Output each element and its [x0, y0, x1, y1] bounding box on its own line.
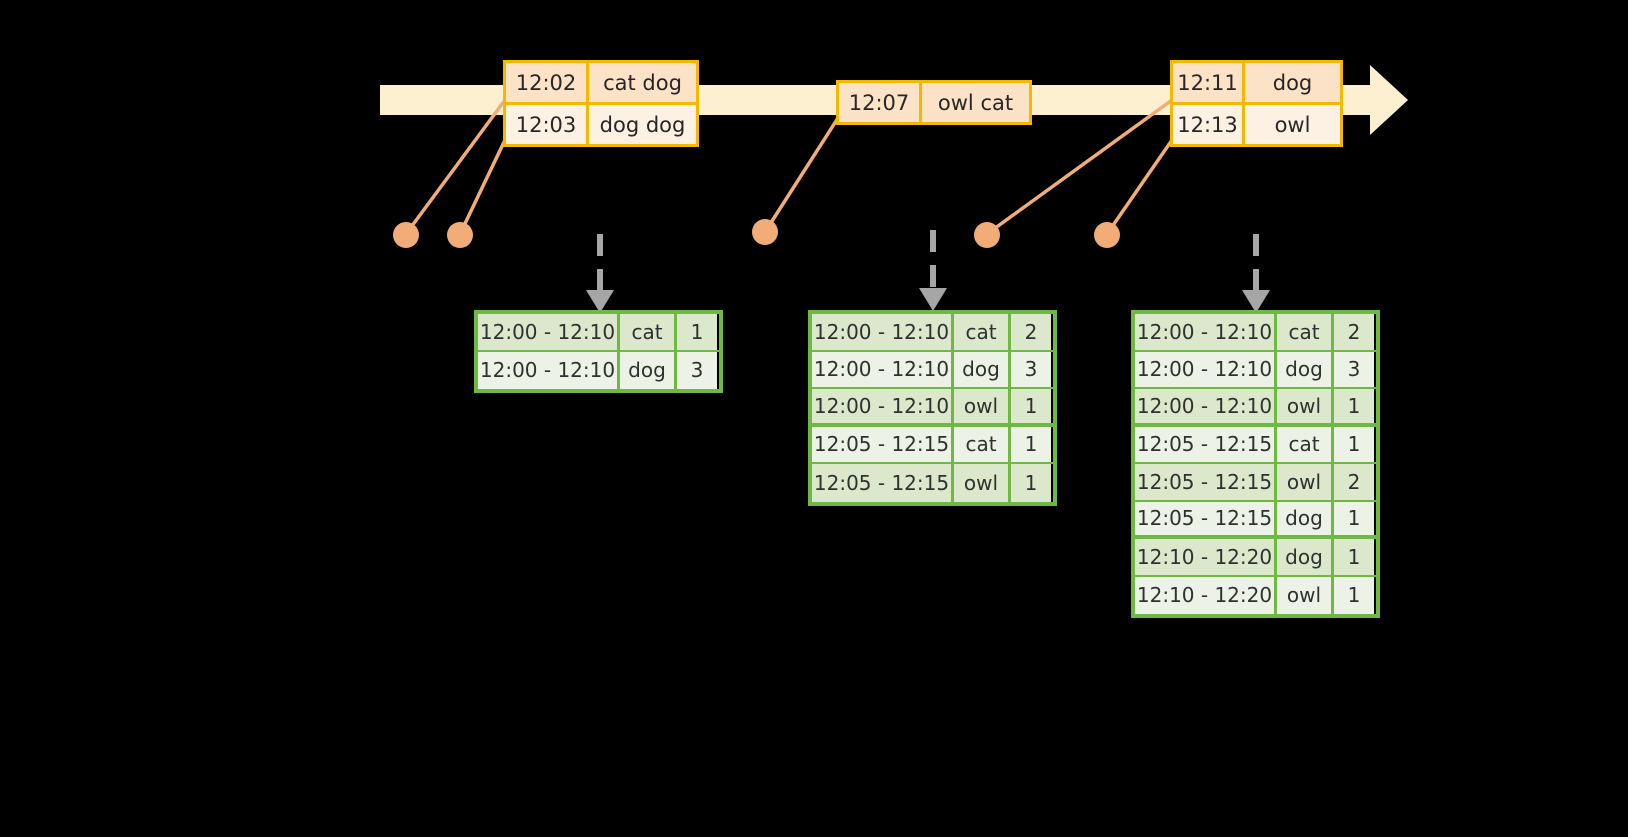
cell-count: 3 — [677, 351, 717, 389]
table-row[interactable]: 12:05 - 12:15 cat 1 — [1135, 426, 1376, 464]
cell-window: 12:10 - 12:20 — [1135, 539, 1277, 575]
event-time: 12:07 — [839, 83, 922, 122]
cell-key: cat — [620, 314, 677, 350]
event-value: owl cat — [922, 83, 1029, 122]
cell-count: 1 — [677, 314, 717, 350]
cell-window: 12:00 - 12:10 — [1135, 389, 1277, 423]
connector-dot — [752, 219, 778, 245]
cell-window: 12:10 - 12:20 — [1135, 576, 1277, 614]
cell-key: owl — [954, 464, 1011, 502]
table-row[interactable]: 12:00 - 12:10 owl 1 — [812, 389, 1053, 427]
cell-count: 1 — [1334, 426, 1374, 462]
cell-key: owl — [1277, 464, 1334, 500]
table-row[interactable]: 12:05 - 12:15 owl 2 — [1135, 464, 1376, 502]
table-row[interactable]: 12:00 - 12:10 dog 3 — [812, 351, 1053, 389]
cell-key: owl — [1277, 576, 1334, 614]
event-group-2[interactable]: 12:07 owl cat — [836, 80, 1032, 125]
cell-count: 2 — [1334, 314, 1374, 350]
event-row[interactable]: 12:13 owl — [1173, 102, 1340, 144]
result-table-3[interactable]: 12:00 - 12:10 cat 2 12:00 - 12:10 dog 3 … — [1131, 310, 1380, 618]
cell-window: 12:00 - 12:10 — [812, 389, 954, 423]
cell-count: 1 — [1334, 389, 1374, 423]
cell-count: 3 — [1011, 351, 1051, 387]
event-time: 12:13 — [1173, 105, 1245, 144]
cell-count: 1 — [1011, 426, 1051, 462]
result-table-2[interactable]: 12:00 - 12:10 cat 2 12:00 - 12:10 dog 3 … — [808, 310, 1057, 506]
cell-key: dog — [1277, 351, 1334, 387]
event-value: cat dog — [589, 63, 696, 102]
event-value: dog dog — [589, 105, 696, 144]
cell-count: 3 — [1334, 351, 1374, 387]
cell-count: 1 — [1011, 389, 1051, 423]
cell-count: 2 — [1334, 464, 1374, 500]
cell-count: 1 — [1011, 464, 1051, 502]
table-row[interactable]: 12:00 - 12:10 cat 1 — [478, 314, 719, 352]
cell-count: 2 — [1011, 314, 1051, 350]
event-time: 12:03 — [506, 105, 589, 144]
cell-key: cat — [1277, 314, 1334, 350]
cell-window: 12:05 - 12:15 — [1135, 464, 1277, 500]
cell-key: owl — [954, 389, 1011, 423]
table-row[interactable]: 12:10 - 12:20 owl 1 — [1135, 576, 1376, 614]
cell-window: 12:05 - 12:15 — [1135, 426, 1277, 462]
event-row[interactable]: 12:07 owl cat — [839, 83, 1029, 122]
cell-count: 1 — [1334, 576, 1374, 614]
event-group-1[interactable]: 12:02 cat dog 12:03 dog dog — [503, 60, 699, 147]
cell-window: 12:05 - 12:15 — [812, 426, 954, 462]
dashed-arrows — [597, 230, 1259, 292]
cell-window: 12:00 - 12:10 — [812, 314, 954, 350]
connector-dot — [393, 222, 419, 248]
event-row[interactable]: 12:11 dog — [1173, 63, 1340, 102]
event-value: owl — [1245, 105, 1340, 144]
cell-key: dog — [620, 351, 677, 389]
table-row[interactable]: 12:10 - 12:20 dog 1 — [1135, 539, 1376, 577]
cell-window: 12:05 - 12:15 — [812, 464, 954, 502]
table-row[interactable]: 12:00 - 12:10 dog 3 — [1135, 351, 1376, 389]
connector-dots — [393, 219, 1120, 248]
cell-key: cat — [954, 426, 1011, 462]
connector-dot — [447, 222, 473, 248]
cell-key: cat — [1277, 426, 1334, 462]
cell-window: 12:00 - 12:10 — [812, 351, 954, 387]
table-row[interactable]: 12:05 - 12:15 cat 1 — [812, 426, 1053, 464]
cell-key: dog — [954, 351, 1011, 387]
cell-window: 12:00 - 12:10 — [1135, 351, 1277, 387]
connector-dot — [974, 222, 1000, 248]
cell-window: 12:05 - 12:15 — [1135, 501, 1277, 535]
cell-count: 1 — [1334, 501, 1374, 535]
cell-count: 1 — [1334, 539, 1374, 575]
event-time: 12:02 — [506, 63, 589, 102]
connector-dot — [1094, 222, 1120, 248]
table-row[interactable]: 12:05 - 12:15 owl 1 — [812, 464, 1053, 502]
cell-key: cat — [954, 314, 1011, 350]
cell-key: dog — [1277, 501, 1334, 535]
event-row[interactable]: 12:02 cat dog — [506, 63, 696, 102]
table-row[interactable]: 12:00 - 12:10 owl 1 — [1135, 389, 1376, 427]
table-row[interactable]: 12:00 - 12:10 dog 3 — [478, 351, 719, 389]
event-value: dog — [1245, 63, 1340, 102]
table-row[interactable]: 12:00 - 12:10 cat 2 — [812, 314, 1053, 352]
cell-window: 12:00 - 12:10 — [1135, 314, 1277, 350]
table-row[interactable]: 12:05 - 12:15 dog 1 — [1135, 501, 1376, 539]
cell-key: dog — [1277, 539, 1334, 575]
cell-window: 12:00 - 12:10 — [478, 314, 620, 350]
cell-window: 12:00 - 12:10 — [478, 351, 620, 389]
event-group-3[interactable]: 12:11 dog 12:13 owl — [1170, 60, 1343, 147]
event-row[interactable]: 12:03 dog dog — [506, 102, 696, 144]
event-time: 12:11 — [1173, 63, 1245, 102]
table-row[interactable]: 12:00 - 12:10 cat 2 — [1135, 314, 1376, 352]
cell-key: owl — [1277, 389, 1334, 423]
result-table-1[interactable]: 12:00 - 12:10 cat 1 12:00 - 12:10 dog 3 — [474, 310, 723, 393]
